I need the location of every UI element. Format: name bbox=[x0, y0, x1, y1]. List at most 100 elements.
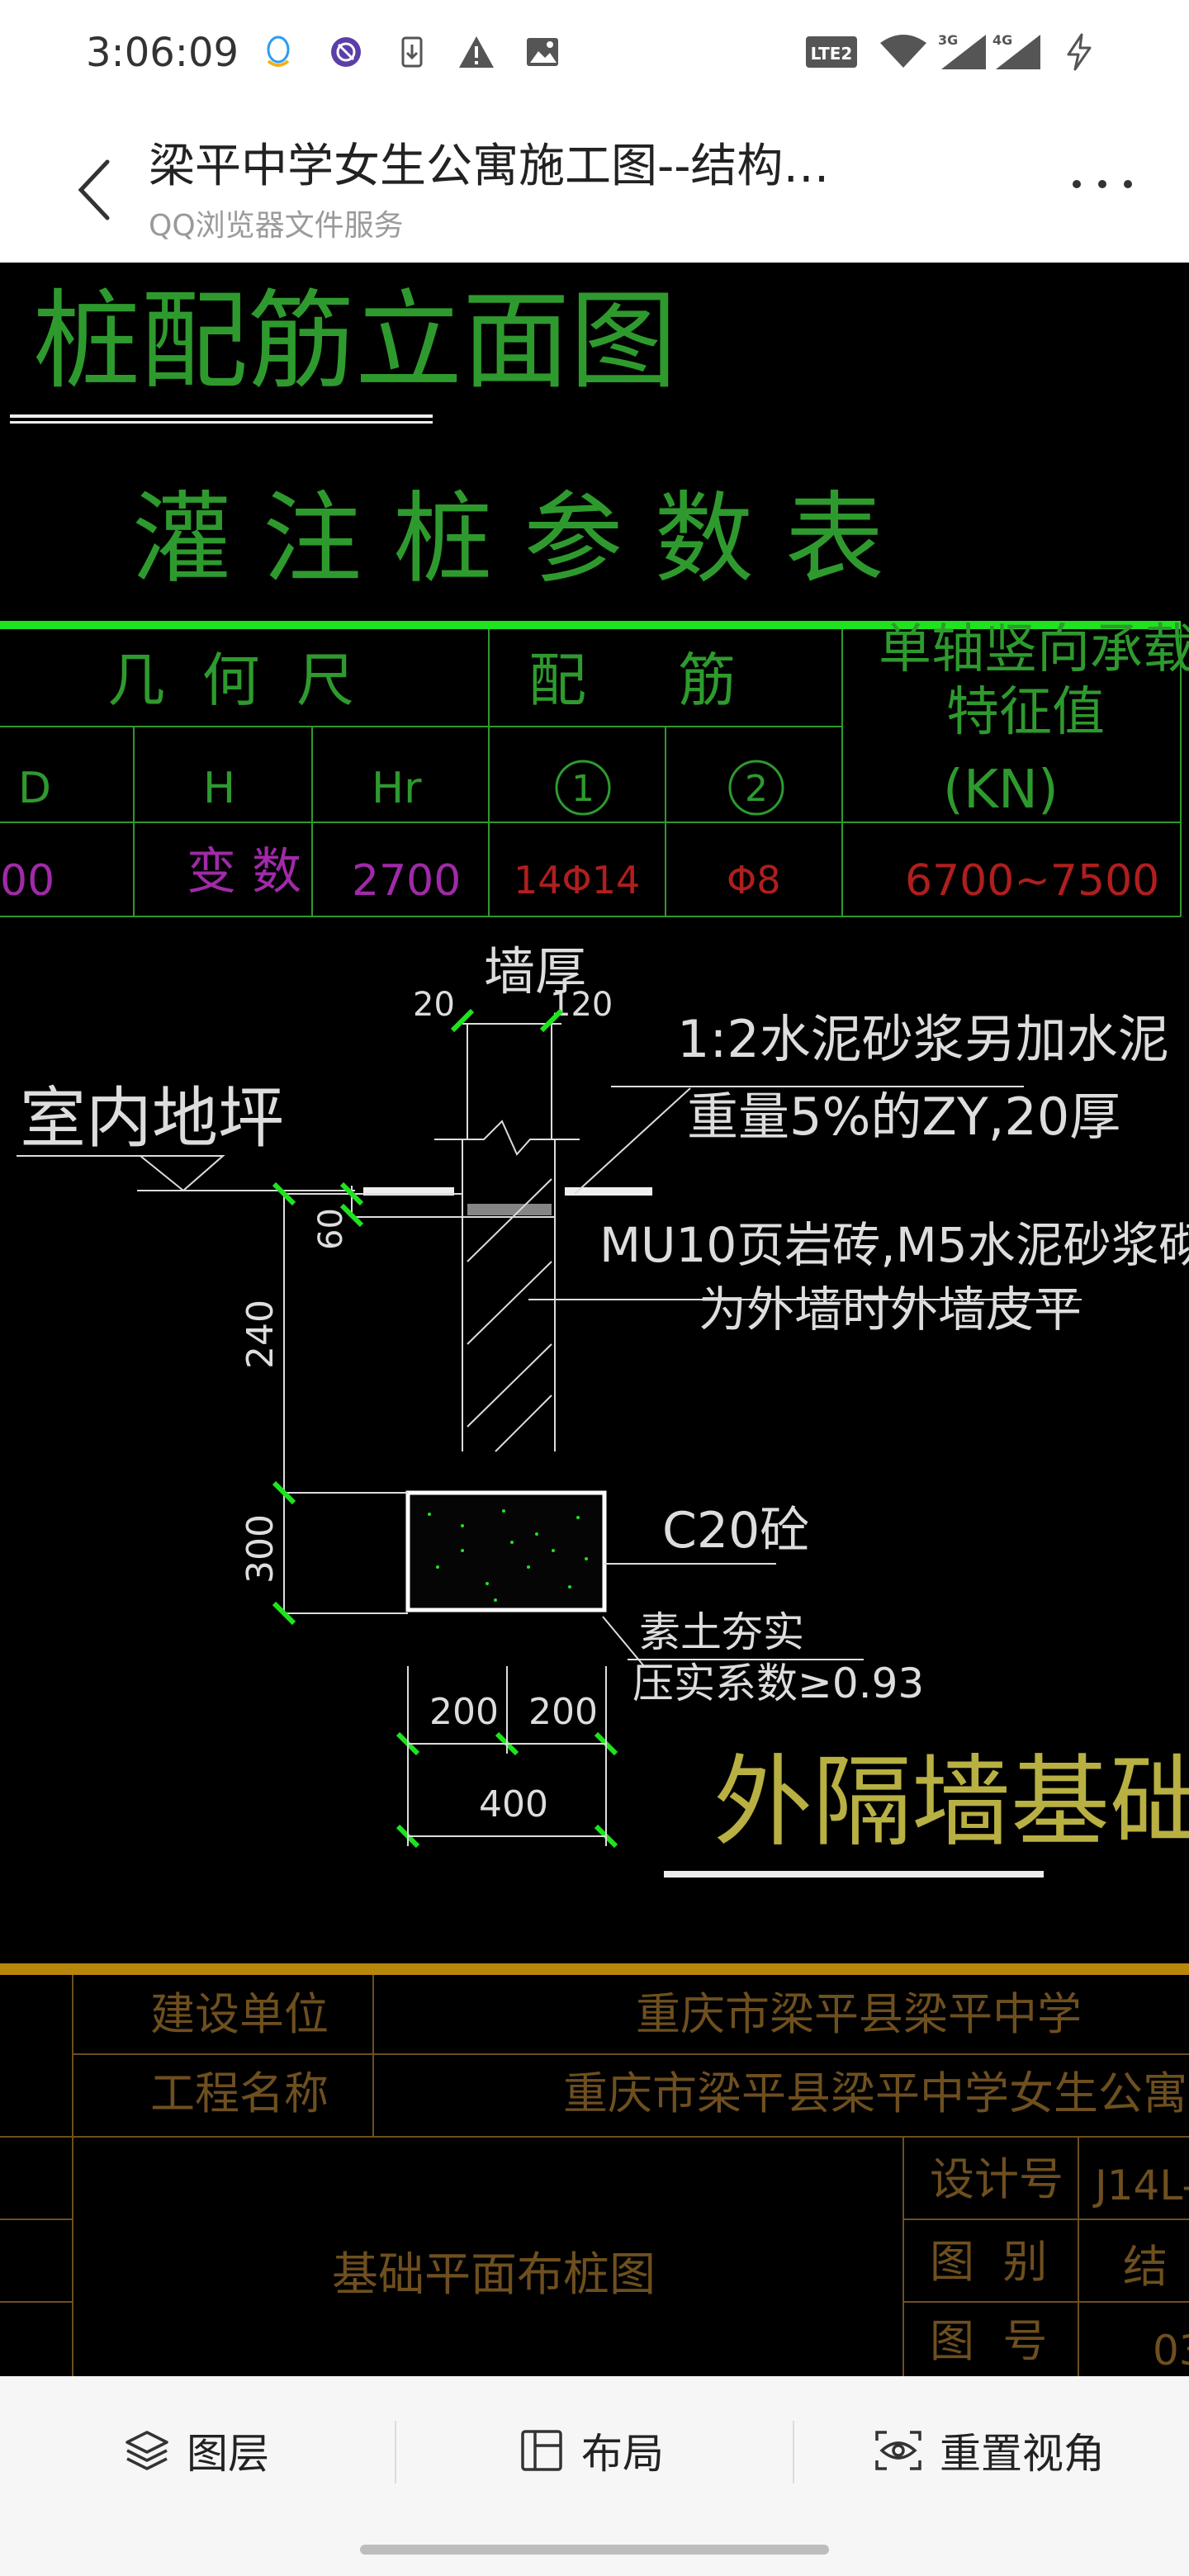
qq-icon bbox=[267, 36, 290, 67]
mortar-note-line-1: 1:2水泥砂浆另加水泥 bbox=[677, 1009, 1169, 1069]
section-title-underline bbox=[664, 1871, 1044, 1878]
dim-240: 240 bbox=[239, 1300, 282, 1369]
table-col-rebar-2: 2 bbox=[745, 768, 768, 810]
image-icon bbox=[527, 38, 558, 66]
reset-view-button[interactable]: 重置视角 bbox=[874, 2417, 1105, 2484]
layers-button[interactable]: 图层 bbox=[124, 2417, 269, 2484]
dim-120: 120 bbox=[550, 986, 613, 1024]
project-label: 工程名称 bbox=[150, 2067, 329, 2119]
concrete-label: C20砼 bbox=[662, 1502, 809, 1560]
dim-200-b: 200 bbox=[528, 1691, 598, 1733]
pile-elevation-title: 桩配筋立面图 bbox=[33, 278, 677, 404]
project-value: 重庆市梁平县梁平中学女生公寓 bbox=[563, 2067, 1187, 2119]
table-val-rebar-2: Φ8 bbox=[727, 858, 780, 902]
layout-label: 布局 bbox=[581, 2430, 664, 2478]
dim-20-left: 20 bbox=[413, 986, 455, 1024]
bottom-toolbar: 图层 布局 重置视角 bbox=[0, 2376, 1189, 2576]
indoor-floor-label: 室内地坪 bbox=[20, 1080, 284, 1157]
horizontal-dimension-chain bbox=[407, 1666, 607, 1846]
table-group-load-2: 特征值 bbox=[946, 682, 1105, 743]
cad-drawing-canvas[interactable]: 桩配筋立面图 灌 注 桩 参 数 表 几 何 尺 配 筋 单轴竖向承载 特征值 … bbox=[0, 263, 1189, 2376]
table-col-h: H bbox=[203, 764, 235, 813]
table-val-h: 变 数 bbox=[187, 843, 301, 901]
vpn-icon bbox=[331, 37, 361, 67]
table-top-rule bbox=[0, 621, 1181, 629]
drawing-name: 基础平面布桩图 bbox=[332, 2248, 656, 2302]
sheet-no-label: 图 号 bbox=[930, 2315, 1047, 2367]
table-group-rebar: 配 筋 bbox=[528, 646, 736, 714]
status-bar: 3:06:09 LTE2 3G 4G bbox=[0, 0, 1189, 116]
browser-title-bar: 梁平中学女生公寓施工图--结构… QQ浏览器文件服务 bbox=[0, 116, 1189, 263]
layout-icon bbox=[521, 2430, 562, 2471]
net-3g-label: 3G bbox=[938, 32, 958, 48]
soil-note-line-2: 压实系数≥0.93 bbox=[632, 1660, 924, 1707]
toolbar-divider bbox=[395, 2421, 396, 2484]
dim-300: 300 bbox=[239, 1514, 282, 1584]
table-col-d: D bbox=[18, 764, 51, 813]
pile-table-title: 灌 注 桩 参 数 表 bbox=[132, 482, 884, 597]
mortar-leader bbox=[574, 1087, 691, 1195]
home-indicator[interactable] bbox=[360, 2545, 829, 2555]
warning-icon bbox=[459, 36, 494, 68]
mortar-layer bbox=[467, 1204, 552, 1215]
design-no-value: J14L- bbox=[1092, 2162, 1189, 2209]
status-time: 3:06:09 bbox=[86, 30, 239, 76]
table-col-hr: Hr bbox=[372, 764, 422, 813]
signal-3g-icon: 3G bbox=[938, 32, 986, 69]
wifi-icon bbox=[880, 35, 926, 68]
table-val-load: 6700~7500 bbox=[905, 856, 1159, 906]
owner-value: 重庆市梁平县梁平中学 bbox=[636, 1988, 1082, 2040]
title-underline bbox=[10, 414, 433, 418]
dim-400: 400 bbox=[479, 1783, 548, 1825]
design-no-label: 设计号 bbox=[930, 2153, 1063, 2205]
soil-note-line-1: 素土夯实 bbox=[639, 1608, 804, 1656]
title-underline-2 bbox=[10, 421, 433, 424]
table-val-hr: 2700 bbox=[352, 856, 461, 906]
brick-note-line-2: 为外墙时外墙皮平 bbox=[699, 1281, 1082, 1338]
toolbar-divider-2 bbox=[793, 2421, 794, 2484]
title-block-grid bbox=[0, 1975, 1189, 2376]
floor-line-right bbox=[565, 1187, 652, 1196]
charging-icon bbox=[1067, 33, 1092, 71]
vertical-dimension-chain bbox=[283, 1186, 462, 1614]
wall-thickness-label: 墙厚 bbox=[484, 941, 586, 1002]
sheet-no-value: 03 bbox=[1153, 2327, 1189, 2375]
net-4g-label: 4G bbox=[992, 32, 1012, 48]
brick-note-line-1: MU10页岩砖,M5水泥砂浆砌筑 bbox=[599, 1217, 1189, 1273]
wall-section-linework bbox=[434, 1023, 580, 1452]
owner-label: 建设单位 bbox=[150, 1988, 329, 2040]
table-col-kn: (KN) bbox=[943, 760, 1059, 821]
concrete-hatch bbox=[428, 1509, 588, 1602]
soil-leader bbox=[602, 1616, 645, 1667]
signal-4g-icon: 4G bbox=[992, 32, 1040, 69]
mortar-note-line-2: 重量5%的ZY,20厚 bbox=[687, 1087, 1120, 1147]
table-val-rebar-1: 14Φ14 bbox=[514, 858, 640, 902]
rebar-1-marker bbox=[555, 760, 611, 816]
c20-footing bbox=[405, 1490, 607, 1612]
table-group-load-1: 单轴竖向承载 bbox=[879, 619, 1189, 680]
floor-line-left bbox=[363, 1187, 454, 1196]
layout-button[interactable]: 布局 bbox=[519, 2417, 664, 2484]
volte-icon: LTE2 bbox=[806, 36, 857, 68]
table-group-geometry: 几 何 尺 bbox=[107, 646, 354, 714]
section-title: 外隔墙基础 bbox=[713, 1745, 1189, 1860]
elevation-marker bbox=[138, 1155, 225, 1192]
more-icon[interactable] bbox=[1065, 172, 1139, 197]
dim-60: 60 bbox=[312, 1208, 350, 1250]
table-col-rebar-1: 1 bbox=[571, 768, 594, 810]
layers-label: 图层 bbox=[187, 2430, 269, 2478]
reset-view-icon bbox=[875, 2431, 921, 2470]
layers-icon bbox=[126, 2431, 168, 2470]
table-val-d: 00 bbox=[0, 856, 54, 906]
dim-200-a: 200 bbox=[429, 1691, 499, 1733]
rebar-2-marker bbox=[728, 760, 784, 816]
cad-drawing[interactable]: 桩配筋立面图 灌 注 桩 参 数 表 几 何 尺 配 筋 单轴竖向承载 特征值 … bbox=[0, 263, 1189, 2376]
pile-table-grid bbox=[0, 629, 1182, 917]
volte-label: LTE2 bbox=[811, 44, 853, 64]
back-arrow-icon[interactable] bbox=[64, 149, 122, 231]
download-icon bbox=[401, 36, 423, 68]
page-title: 梁平中学女生公寓施工图--结构… bbox=[149, 140, 830, 193]
reset-view-label: 重置视角 bbox=[940, 2430, 1105, 2478]
title-block-top-rule bbox=[0, 1963, 1189, 1975]
page-subtitle: QQ浏览器文件服务 bbox=[149, 209, 404, 243]
